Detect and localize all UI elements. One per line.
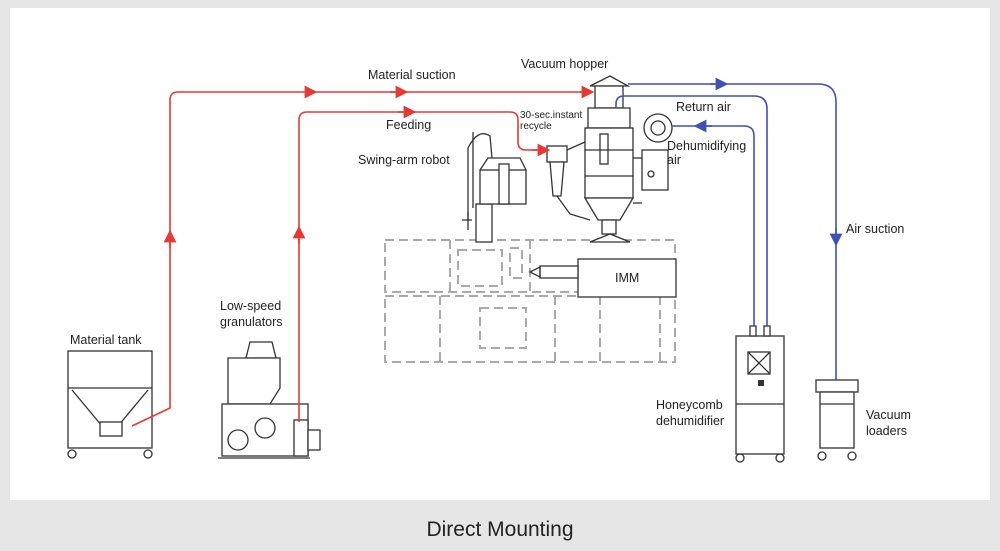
return-air-line <box>672 125 755 326</box>
air-suction-line <box>628 83 837 380</box>
label-granulators-line2: granulators <box>220 315 283 329</box>
label-dehumidifying-air-line2: air <box>667 153 681 167</box>
diagram-panel: Material suction Feeding Vacuum hopper 3… <box>10 8 990 500</box>
vacuum-loaders <box>815 379 859 461</box>
label-return-air: Return air <box>676 100 731 114</box>
low-speed-granulator <box>218 341 321 459</box>
label-recycle-line2: recycle <box>520 121 552 132</box>
process-diagram: Material suction Feeding Vacuum hopper 3… <box>67 57 911 463</box>
label-vacuum-hopper: Vacuum hopper <box>521 57 608 71</box>
label-recycle-line1: 30-sec.instant <box>520 110 582 121</box>
swing-arm-robot <box>462 132 527 243</box>
imm-machine <box>384 239 677 363</box>
dehumidifying-air-line <box>615 95 768 326</box>
honeycomb-dehumidifier <box>735 325 785 463</box>
label-honeycomb-line1: Honeycomb <box>656 398 723 412</box>
material-tank <box>67 350 153 459</box>
diagram-caption: Direct Mounting <box>426 518 574 541</box>
label-feeding: Feeding <box>386 118 431 132</box>
material-suction-line <box>131 91 588 427</box>
label-material-tank: Material tank <box>70 333 142 347</box>
label-imm: IMM <box>615 271 639 285</box>
label-granulators-line1: Low-speed <box>220 299 281 313</box>
vacuum-hopper-dryer <box>546 75 673 243</box>
label-material-suction: Material suction <box>368 68 456 82</box>
label-honeycomb-line2: dehumidifier <box>656 414 724 428</box>
feeding-line <box>298 111 542 422</box>
label-dehumidifying-air-line1: Dehumidifying <box>667 139 746 153</box>
label-air-suction: Air suction <box>846 222 904 236</box>
label-swing-arm-robot: Swing-arm robot <box>358 153 450 167</box>
label-vacuum-loaders-line2: loaders <box>866 424 907 438</box>
label-vacuum-loaders-line1: Vacuum <box>866 408 911 422</box>
